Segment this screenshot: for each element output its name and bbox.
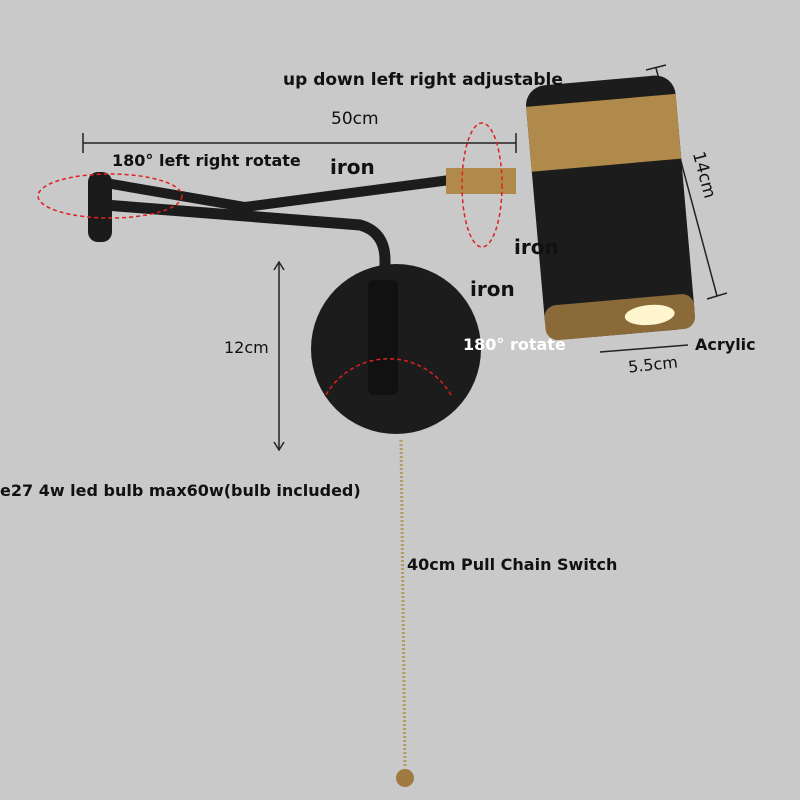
label-iron-joint: iron — [514, 235, 559, 259]
label-width-dimension: 50cm — [331, 109, 379, 129]
label-pull-chain: 40cm Pull Chain Switch — [407, 555, 618, 574]
label-iron-base: iron — [470, 277, 515, 301]
label-left-right-rotate: 180° left right rotate — [112, 151, 301, 170]
label-base-rotate: 180° rotate — [463, 335, 566, 354]
label-adjustable: up down left right adjustable — [283, 70, 563, 90]
base-dimension-line — [273, 260, 285, 452]
label-base-dimension: 12cm — [224, 338, 269, 357]
brass-joint — [446, 168, 516, 194]
arm-mount — [368, 280, 398, 395]
label-bulb: e27 4w led bulb max60w(bulb included) — [0, 481, 361, 500]
pull-chain — [399, 439, 407, 769]
diameter-dimension-line — [599, 344, 689, 353]
width-dimension-line — [82, 133, 517, 153]
swing-arm-upper — [99, 175, 451, 213]
pull-chain-knob — [396, 769, 414, 787]
rotation-arrows — [37, 122, 503, 396]
lamp-shade — [526, 75, 696, 341]
swing-arm-lower — [104, 199, 391, 330]
label-iron-arm: iron — [330, 155, 375, 179]
label-acrylic: Acrylic — [695, 335, 756, 354]
arm-pivot — [88, 172, 112, 242]
